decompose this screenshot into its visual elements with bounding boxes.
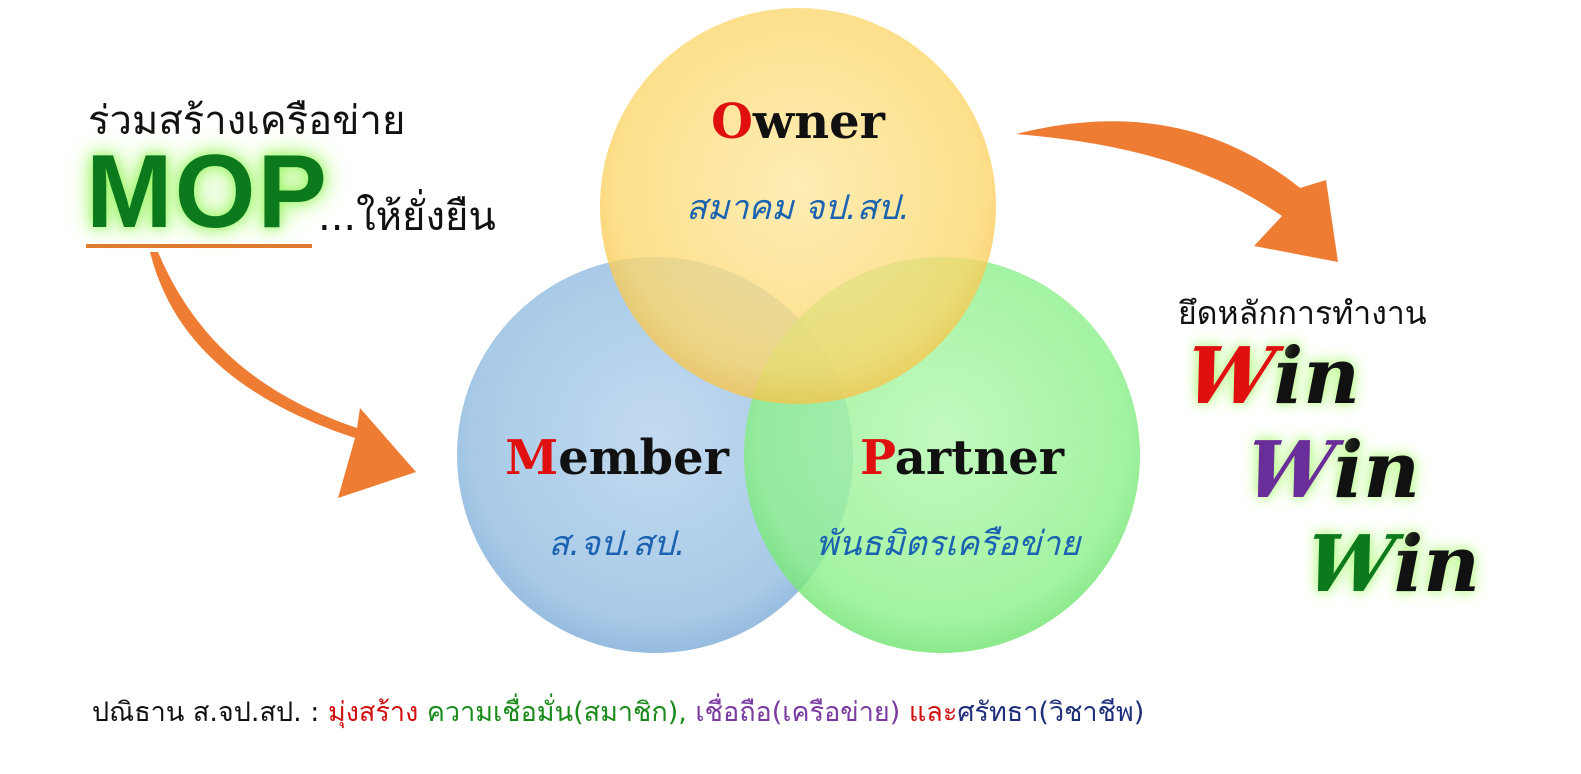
footer-statement: ปณิธาน ส.จป.สป. : มุ่งสร้าง ความเชื่อมั่… bbox=[92, 690, 1144, 733]
owner-subtitle: สมาคม จป.สป. bbox=[686, 188, 910, 228]
owner-title: Owner bbox=[711, 94, 885, 150]
footer-part1: มุ่งสร้าง bbox=[327, 697, 419, 728]
win-1-initial: W bbox=[1179, 331, 1281, 422]
win-1: Win bbox=[1180, 331, 1360, 422]
footer-part3: เชื่อถือ(เครือข่าย) bbox=[695, 697, 901, 728]
mop-logo-text: MOP bbox=[86, 134, 329, 250]
footer-label: ปณิธาน ส.จป.สป. : bbox=[92, 697, 320, 728]
tagline-suffix: ...ให้ยั่งยืน bbox=[318, 194, 496, 240]
win-1-rest: in bbox=[1273, 331, 1360, 422]
circle-owner bbox=[600, 8, 996, 404]
arrow-right bbox=[1016, 121, 1338, 262]
win-2-initial: W bbox=[1239, 425, 1341, 516]
win-2: Win bbox=[1240, 425, 1420, 516]
tagline-top: ร่วมสร้างเครือข่าย bbox=[88, 98, 406, 144]
partner-title-rest: artner bbox=[894, 430, 1065, 486]
arrow-left bbox=[150, 252, 416, 498]
owner-title-rest: wner bbox=[752, 94, 885, 150]
footer-part2: ความเชื่อมั่น(สมาชิก), bbox=[426, 697, 687, 728]
member-title-rest: ember bbox=[558, 430, 729, 486]
footer-part5: ศรัทธา(วิชาชีพ) bbox=[957, 697, 1145, 728]
member-title-initial: M bbox=[505, 430, 559, 486]
member-subtitle: ส.จป.สป. bbox=[548, 524, 686, 564]
win-3-initial: W bbox=[1299, 519, 1401, 610]
member-title: Member bbox=[505, 430, 729, 486]
win-3: Win bbox=[1300, 519, 1480, 610]
partner-title-initial: P bbox=[859, 430, 895, 486]
right-caption: ยึดหลักการทำงาน bbox=[1178, 294, 1427, 332]
partner-title: Partner bbox=[860, 430, 1064, 486]
footer-part4: และ bbox=[908, 697, 958, 728]
owner-title-initial: O bbox=[711, 94, 753, 150]
win-2-rest: in bbox=[1333, 425, 1420, 516]
win-3-rest: in bbox=[1393, 519, 1480, 610]
partner-subtitle: พันธมิตรเครือข่าย bbox=[815, 524, 1081, 564]
mop-underline bbox=[86, 244, 312, 248]
